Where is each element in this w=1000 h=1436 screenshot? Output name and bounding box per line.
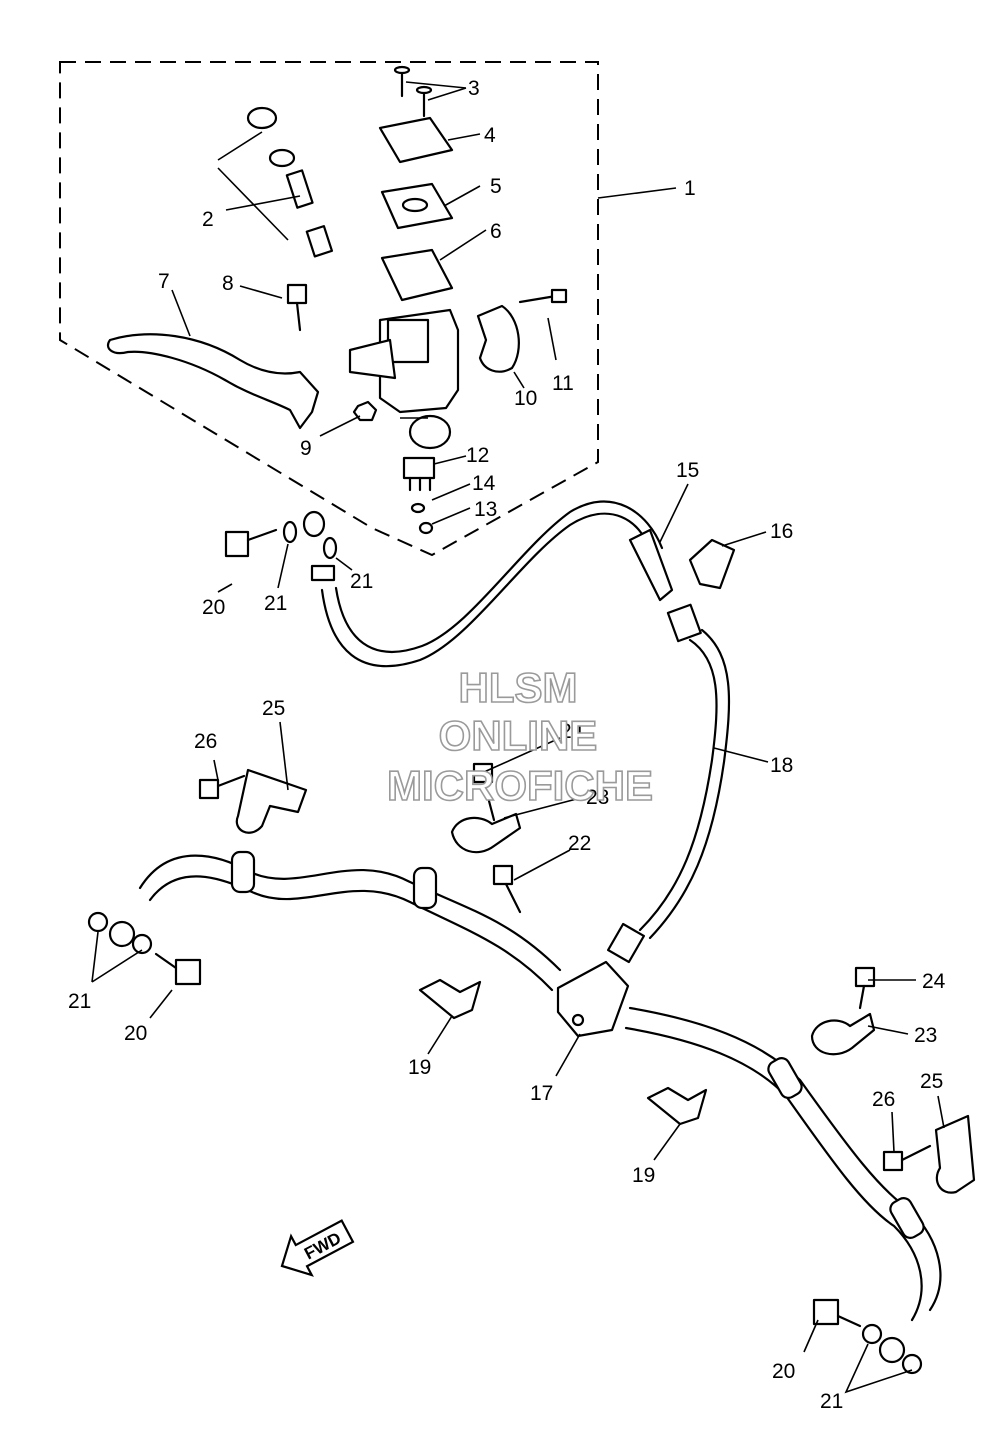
callout-9: 9 <box>300 437 312 460</box>
hose-holder-left <box>418 978 482 1020</box>
callout-2: 2 <box>202 208 214 231</box>
callouts: 1 2 3 4 5 6 7 8 9 10 11 12 13 14 15 16 1… <box>68 77 946 1413</box>
callout-21c: 21 <box>68 990 91 1013</box>
callout-6: 6 <box>490 220 502 243</box>
copper-washer-right-a <box>861 1323 883 1345</box>
copper-washer-right-b <box>901 1353 923 1375</box>
callout-25b: 25 <box>920 1070 943 1093</box>
watermark-line2: ONLINE <box>439 712 598 759</box>
callout-19b: 19 <box>632 1164 655 1187</box>
callout-26a: 26 <box>194 730 217 753</box>
piston-spring <box>305 225 334 258</box>
callout-23b: 23 <box>914 1024 937 1047</box>
copper-washer-left-b <box>131 933 153 955</box>
diaphragm <box>380 248 454 302</box>
switch-washer <box>410 502 426 514</box>
circlip <box>268 148 296 168</box>
callout-25a: 25 <box>262 697 285 720</box>
callout-11: 11 <box>552 372 574 395</box>
callout-23a: 23 <box>586 786 609 809</box>
piston-boot <box>246 106 278 130</box>
brake-light-switch <box>402 456 436 480</box>
hose-bracket-left <box>235 768 308 834</box>
brake-hose-joint <box>556 960 630 1038</box>
callout-10: 10 <box>514 387 537 410</box>
leader-lines <box>91 81 945 1394</box>
clamp-bolt-right <box>854 966 876 988</box>
callout-7: 7 <box>158 270 170 293</box>
hose-clamp-right <box>810 1012 876 1056</box>
bracket-bolt-left <box>198 778 220 800</box>
union-bolt-left <box>174 958 202 986</box>
callout-1: 1 <box>684 177 696 200</box>
joint-bolt <box>492 864 514 886</box>
callout-24a: 24 <box>560 720 584 743</box>
callout-20c: 20 <box>772 1360 795 1383</box>
brake-lever <box>106 333 320 430</box>
callout-12: 12 <box>466 444 489 467</box>
watermark: HLSM ONLINE MICROFICHE <box>386 663 654 810</box>
reservoir-cap <box>378 116 454 164</box>
callout-19a: 19 <box>408 1056 431 1079</box>
brake-hose-lower-left <box>138 854 562 972</box>
watermark-line1: HLSM <box>459 664 578 711</box>
callout-22: 22 <box>568 832 591 855</box>
brake-hose-lower-right <box>628 1006 942 1312</box>
callout-8: 8 <box>222 272 234 295</box>
union-bolt-upper <box>224 530 250 558</box>
bracket-bolt-right <box>882 1150 904 1172</box>
callout-20a: 20 <box>202 596 225 619</box>
copper-washer-upper-a <box>282 520 298 544</box>
union-bolt-right <box>812 1298 840 1326</box>
callout-14: 14 <box>472 472 496 495</box>
switch-screw <box>418 521 434 535</box>
callout-16: 16 <box>770 520 793 543</box>
callout-24b: 24 <box>922 970 946 993</box>
copper-washer-upper-b <box>322 536 338 560</box>
piston <box>285 169 314 209</box>
copper-washer-left-a <box>87 911 109 933</box>
holder-bolt <box>518 294 558 304</box>
callout-3: 3 <box>468 77 480 100</box>
hose-clip <box>688 538 736 590</box>
callout-21b: 21 <box>350 570 373 593</box>
forward-direction-badge: FWD <box>280 1219 355 1277</box>
callout-26b: 26 <box>872 1088 895 1111</box>
watermark-line3: MICROFICHE <box>387 762 653 809</box>
assembly-boundary <box>59 61 599 557</box>
callout-21d: 21 <box>820 1390 843 1413</box>
callout-5: 5 <box>490 175 502 198</box>
brake-pipe <box>638 638 718 932</box>
hose-fitting <box>628 528 674 602</box>
callout-18: 18 <box>770 754 793 777</box>
callout-20b: 20 <box>124 1022 147 1045</box>
hose-bracket-right <box>934 1114 976 1194</box>
lever-pivot-bolt <box>286 283 308 305</box>
callout-17: 17 <box>530 1082 553 1105</box>
callout-21a: 21 <box>264 592 287 615</box>
hose-clamp-upper <box>450 812 522 854</box>
callout-13: 13 <box>474 498 497 521</box>
hose-holder-right <box>646 1086 708 1126</box>
brake-hose-upper <box>320 512 652 668</box>
callout-4: 4 <box>484 124 496 147</box>
callout-15: 15 <box>676 459 699 482</box>
clamp-holder <box>476 304 520 373</box>
